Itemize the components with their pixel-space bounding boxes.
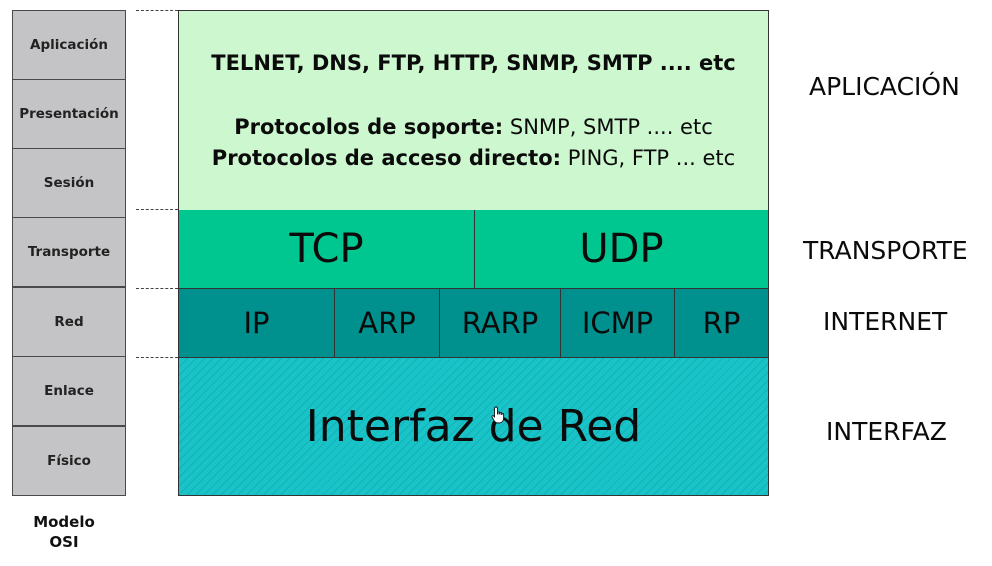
tcpip-model: TELNET, DNS, FTP, HTTP, SNMP, SMTP .... …: [178, 10, 769, 496]
direct-access-label: Protocolos de acceso directo:: [211, 146, 562, 170]
osi-layer-transporte: Transporte: [12, 217, 126, 287]
osi-caption: Modelo OSI: [22, 512, 106, 552]
osi-layer-sesion: Sesión: [12, 148, 126, 218]
interface-label: Interfaz de Red: [305, 401, 642, 452]
dashed-connector: [136, 357, 178, 358]
tcp-block: TCP: [179, 210, 475, 288]
udp-block: UDP: [579, 226, 664, 272]
rp-block: RP: [702, 306, 741, 340]
osi-caption-line2: OSI: [49, 533, 79, 551]
osi-layer-fisico: Físico: [12, 426, 126, 496]
support-protocols: Protocolos de soporte: SNMP, SMTP .... e…: [179, 115, 768, 139]
dashed-connector: [136, 209, 178, 210]
osi-model-stack: Aplicación Presentación Sesión Transport…: [12, 10, 126, 496]
hand-cursor-icon: [491, 406, 505, 424]
icmp-block: ICMP: [561, 289, 675, 357]
label-internet: INTERNET: [823, 307, 948, 336]
label-interfaz: INTERFAZ: [826, 417, 947, 446]
internet-layer-box: IP ARP RARP ICMP RP: [179, 289, 768, 358]
application-layer-box: TELNET, DNS, FTP, HTTP, SNMP, SMTP .... …: [179, 11, 768, 211]
osi-layer-presentacion: Presentación: [12, 79, 126, 149]
osi-layer-aplicacion: Aplicación: [12, 10, 126, 80]
application-protocols: TELNET, DNS, FTP, HTTP, SNMP, SMTP .... …: [211, 51, 736, 75]
osi-caption-line1: Modelo: [33, 513, 95, 531]
rarp-block: RARP: [440, 289, 561, 357]
osi-layer-red: Red: [12, 287, 126, 357]
label-transporte: TRANSPORTE: [803, 236, 968, 265]
osi-layer-enlace: Enlace: [12, 356, 126, 426]
label-aplicacion: APLICACIÓN: [809, 72, 960, 101]
dashed-connector: [136, 288, 178, 289]
dashed-connector: [136, 10, 178, 11]
arp-block: ARP: [335, 289, 440, 357]
transport-layer-box: TCP UDP: [179, 210, 768, 289]
support-protocols-label: Protocolos de soporte:: [234, 115, 504, 139]
ip-block: IP: [179, 289, 335, 357]
direct-access-value: PING, FTP ... etc: [561, 146, 736, 170]
interface-layer-box: Interfaz de Red: [179, 358, 768, 495]
support-protocols-value: SNMP, SMTP .... etc: [503, 115, 713, 139]
direct-access-protocols: Protocolos de acceso directo: PING, FTP …: [179, 146, 768, 170]
